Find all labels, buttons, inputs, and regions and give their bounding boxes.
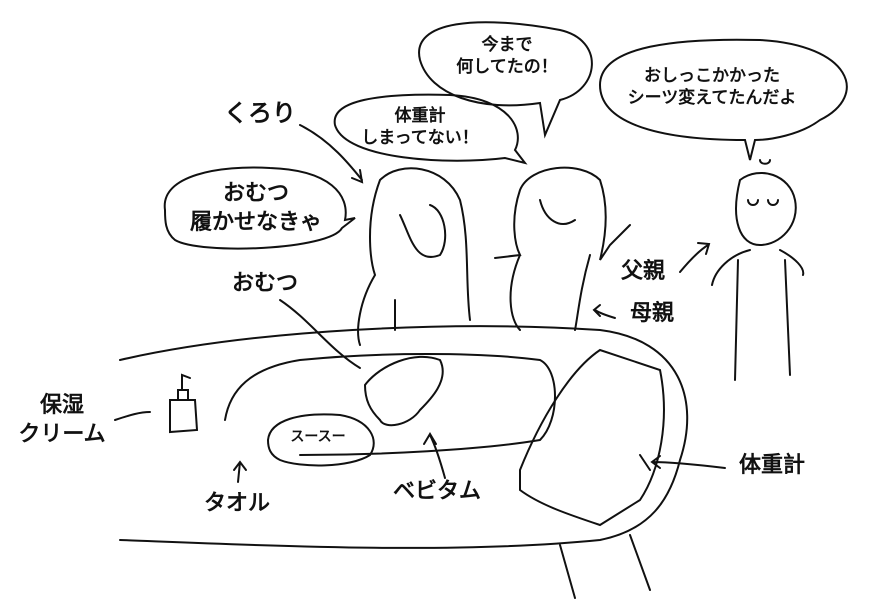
kurori-speech-line1: 体重計 [394, 106, 446, 126]
arrow-kurori [299, 124, 364, 184]
diaper-speech-line1: おむつ [222, 181, 290, 206]
bubble-father [598, 38, 848, 161]
bubble-mother [418, 21, 593, 139]
father-speech-line1: おしっこかかった [644, 66, 780, 86]
diaper-speech: おむつ 履かせなきゃ [190, 180, 322, 237]
father-person [711, 159, 805, 381]
father-speech: おしっこかかった シーツ変えてたんだよ [628, 65, 797, 109]
label-cream: 保湿 クリーム [18, 392, 105, 449]
label-cream-line2: クリーム [18, 421, 106, 447]
label-diaper: おむつ [231, 271, 299, 296]
changing-table [119, 325, 689, 549]
mother-speech-line1: 今まで [481, 35, 533, 55]
arrow-father [679, 242, 711, 273]
arrow-diaper [279, 299, 361, 369]
bubble-diaper [163, 166, 356, 250]
label-towel: タオル [203, 491, 271, 516]
label-scale: 体重計 [738, 453, 806, 478]
label-mother: 母親 [629, 301, 675, 326]
baby-sound-bubble [266, 413, 375, 467]
kurori-speech-line2: しまってない！ [361, 128, 479, 149]
scale-drawing [519, 348, 665, 527]
father-speech-line2: シーツ変えてたんだよ [627, 88, 797, 109]
arrow-cream [114, 411, 151, 421]
arrow-scale [650, 455, 726, 469]
bubble-kurori [333, 93, 528, 165]
diaper-speech-line2: 履かせなきゃ [189, 209, 323, 235]
arrow-babytam [423, 432, 446, 479]
mother-speech-line2: 何してたの！ [456, 57, 558, 78]
mother-speech: 今まで 何してたの！ [456, 34, 558, 78]
cream-bottle [169, 373, 199, 434]
baby [363, 355, 444, 427]
arrow-mother [592, 304, 616, 319]
kurori-speech: 体重計 しまってない！ [361, 105, 478, 149]
baby-sound: スースー [290, 429, 346, 445]
label-babytam: ベビタム [392, 479, 482, 504]
label-cream-line1: 保湿 [39, 393, 84, 418]
arrow-towel [233, 460, 247, 483]
towel [224, 353, 556, 456]
label-kurori: くろり [224, 99, 296, 127]
kurori-person [357, 167, 471, 346]
label-father: 父親 [620, 259, 666, 284]
table-legs [559, 534, 651, 599]
mother-person [494, 166, 631, 331]
